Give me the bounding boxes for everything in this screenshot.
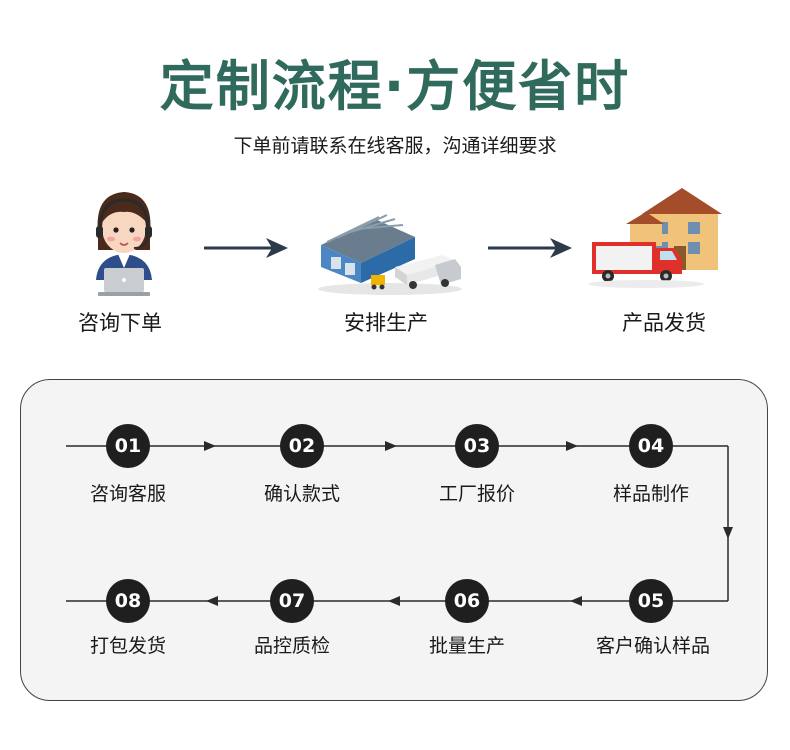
top-step-label: 产品发货	[622, 311, 706, 335]
arrow-right-icon	[204, 238, 288, 258]
step-label: 样品制作	[612, 483, 689, 505]
top-step-label: 咨询下单	[78, 311, 162, 335]
step-number-badge: 03	[455, 424, 499, 468]
step-number-badge: 01	[106, 424, 150, 468]
step-label: 工厂报价	[438, 483, 515, 505]
factory-icon	[318, 214, 462, 295]
delivery-truck-icon	[588, 188, 722, 288]
step-label: 批量生产	[428, 635, 505, 657]
page-subtitle: 下单前请联系在线客服，沟通详细要求	[233, 135, 557, 157]
step-number-badge: 06	[445, 579, 489, 623]
step-number-badge: 08	[106, 579, 150, 623]
top-step-label: 安排生产	[344, 311, 428, 335]
step-label: 品控质检	[253, 635, 330, 657]
step-number-badge: 02	[280, 424, 324, 468]
page-title: 定制流程·方便省时	[159, 55, 631, 118]
step-label: 确认款式	[263, 483, 340, 505]
step-number-badge: 04	[629, 424, 673, 468]
step-label: 咨询客服	[89, 483, 166, 505]
step-label: 打包发货	[89, 635, 166, 657]
customer-service-icon	[96, 192, 152, 296]
step-number-badge: 05	[629, 579, 673, 623]
step-number-badge: 07	[270, 579, 314, 623]
step-label: 客户确认样品	[595, 635, 710, 657]
arrow-right-icon	[488, 238, 572, 258]
